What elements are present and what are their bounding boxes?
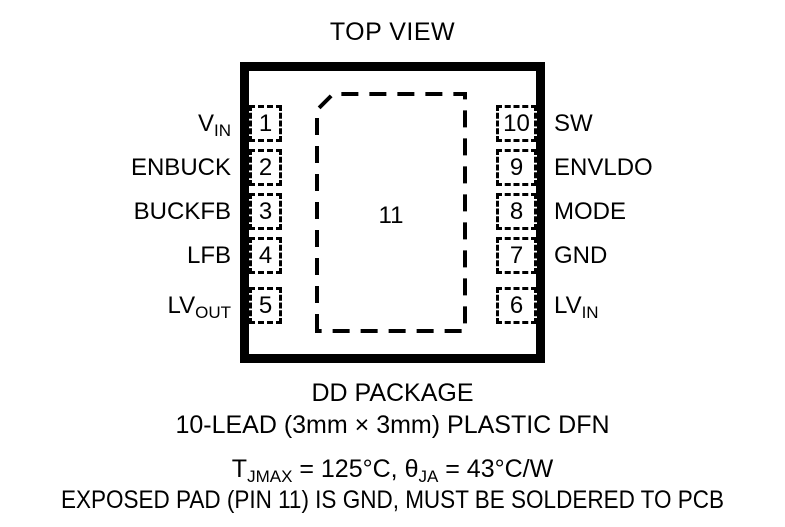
pin-label-sw: SW [554,105,593,142]
pin-label-text: ENVLDO [554,154,653,181]
pin-box-2[interactable]: 2 [249,149,282,186]
theta-ja-symbol: θ [404,455,419,483]
exposed-pad-path [315,92,467,333]
pin-label-text: BUCKFB [133,198,231,225]
pin-box-5[interactable]: 5 [249,287,282,324]
pin-box-6[interactable]: 6 [496,287,537,324]
pin-box-9[interactable]: 9 [496,149,537,186]
pin-label-mode: MODE [554,193,626,230]
pin-box-4[interactable]: 4 [249,237,282,274]
pin-label-lfb: LFB [187,237,240,274]
tjmax-subscript: JMAX [247,467,293,486]
pin-label-subscript: IN [581,303,599,322]
pin-label-text: MODE [554,198,626,225]
caption-lead-description: 10-LEAD (3mm × 3mm) PLASTIC DFN [175,411,610,439]
pin-label-buckfb: BUCKFB [134,193,240,230]
package-outline [240,62,545,363]
pin-label-lvout: LVOUT [168,287,240,324]
pin-box-3[interactable]: 3 [249,193,282,230]
exposed-pad-svg [315,92,467,333]
pin-label-text: LFB [186,242,231,269]
exposed-pad-number: 11 [378,202,404,229]
pin-box-1[interactable]: 1 [249,105,282,142]
tjmax-value: = 125°C, [292,455,405,483]
pin-label-subscript: OUT [195,303,231,322]
pin-label-text: LV [554,292,582,319]
theta-ja-subscript: JA [418,467,439,486]
pin-box-7[interactable]: 7 [496,237,537,274]
page-title: TOP VIEW [329,18,456,46]
pin-label-text: LV [167,292,196,319]
caption-thermal-specs: TJMAX = 125°C, θJA = 43°C/W [0,455,785,486]
pin-box-10[interactable]: 10 [496,105,537,142]
pin-box-8[interactable]: 8 [496,193,537,230]
theta-ja-value: = 43°C/W [438,455,554,483]
pin-label-gnd: GND [554,237,607,274]
pin-label-text: SW [554,110,593,137]
pin-label-subscript: IN [214,121,231,140]
pin-label-vin: VIN [198,105,240,142]
caption-package-name: DD PACKAGE [311,379,474,407]
pin-label-text: V [197,110,214,137]
pin-label-text: GND [554,242,608,269]
pin-label-text: ENBUCK [130,154,231,181]
caption-exposed-pad-note: EXPOSED PAD (PIN 11) IS GND, MUST BE SOL… [60,486,725,514]
pin-label-lvin: LVIN [554,287,599,324]
pin-label-envldo: ENVLDO [554,149,653,186]
exposed-pad-outline [315,92,467,333]
pin-label-enbuck: ENBUCK [131,149,240,186]
tjmax-symbol: T [231,455,248,483]
